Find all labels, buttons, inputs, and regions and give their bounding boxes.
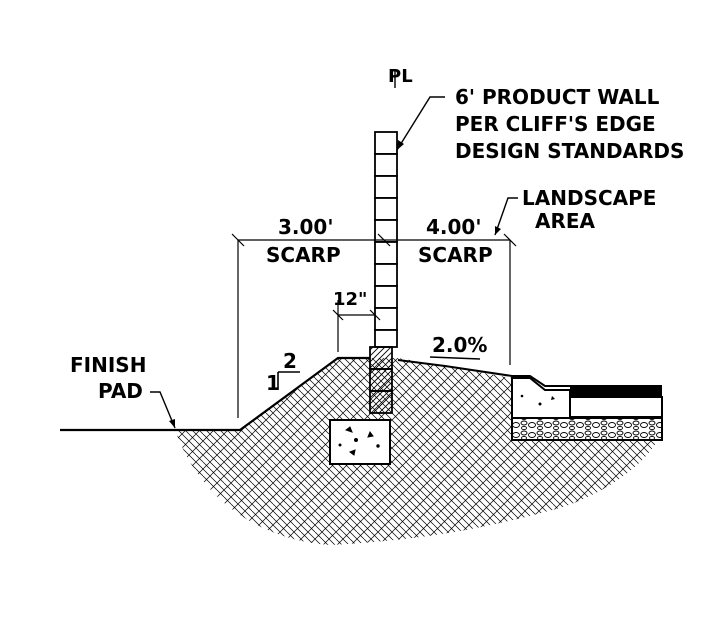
scarp-left-label: SCARP — [266, 243, 341, 267]
finish-pad-line-1: FINISH — [70, 353, 146, 377]
scarp-dimension-lines — [231, 233, 517, 418]
landscape-callout-line-2: AREA — [535, 209, 596, 233]
wall-callout-line-3: DESIGN STANDARDS — [455, 139, 684, 163]
base-layer — [569, 396, 663, 418]
slope-grade-underline — [429, 356, 481, 360]
gravel-bed — [511, 417, 663, 441]
soil-mass — [175, 358, 658, 545]
finish-pad-arrow — [169, 419, 175, 428]
ground-profile-right — [397, 359, 662, 387]
wall-callout-line-1: 6' PRODUCT WALL — [455, 85, 660, 109]
wall-callout-leader — [396, 96, 445, 151]
property-line-label: PL — [388, 66, 413, 87]
scarp-right-distance: 4.00' — [426, 215, 481, 239]
slope-ratio-rise: 1 — [266, 371, 280, 395]
scarp-left-distance: 3.00' — [278, 215, 333, 239]
landscape-callout-line-1: LANDSCAPE — [522, 186, 656, 210]
block-wall — [369, 131, 398, 414]
property-line-marker: PL — [388, 66, 413, 88]
curb-aggregate — [520, 394, 555, 406]
slope-ratio-symbol — [277, 371, 300, 390]
ground-profile — [60, 356, 370, 432]
pavement-layer — [570, 385, 662, 397]
landscape-callout-arrow — [495, 226, 501, 235]
finish-pad-leader — [150, 391, 176, 429]
offset-dimension — [332, 300, 381, 352]
scarp-right-label: SCARP — [418, 243, 493, 267]
wall-footing — [329, 419, 391, 465]
wall-callout-line-2: PER CLIFF'S EDGE — [455, 112, 656, 136]
landscape-callout-leader — [494, 197, 518, 236]
finish-pad-line-2: PAD — [98, 379, 143, 403]
slope-ratio-run: 2 — [283, 349, 297, 373]
slope-grade-label: 2.0% — [432, 333, 487, 357]
offset-label: 12" — [333, 289, 367, 310]
wall-callout-arrow — [397, 140, 404, 150]
footing-aggregate — [338, 426, 380, 456]
